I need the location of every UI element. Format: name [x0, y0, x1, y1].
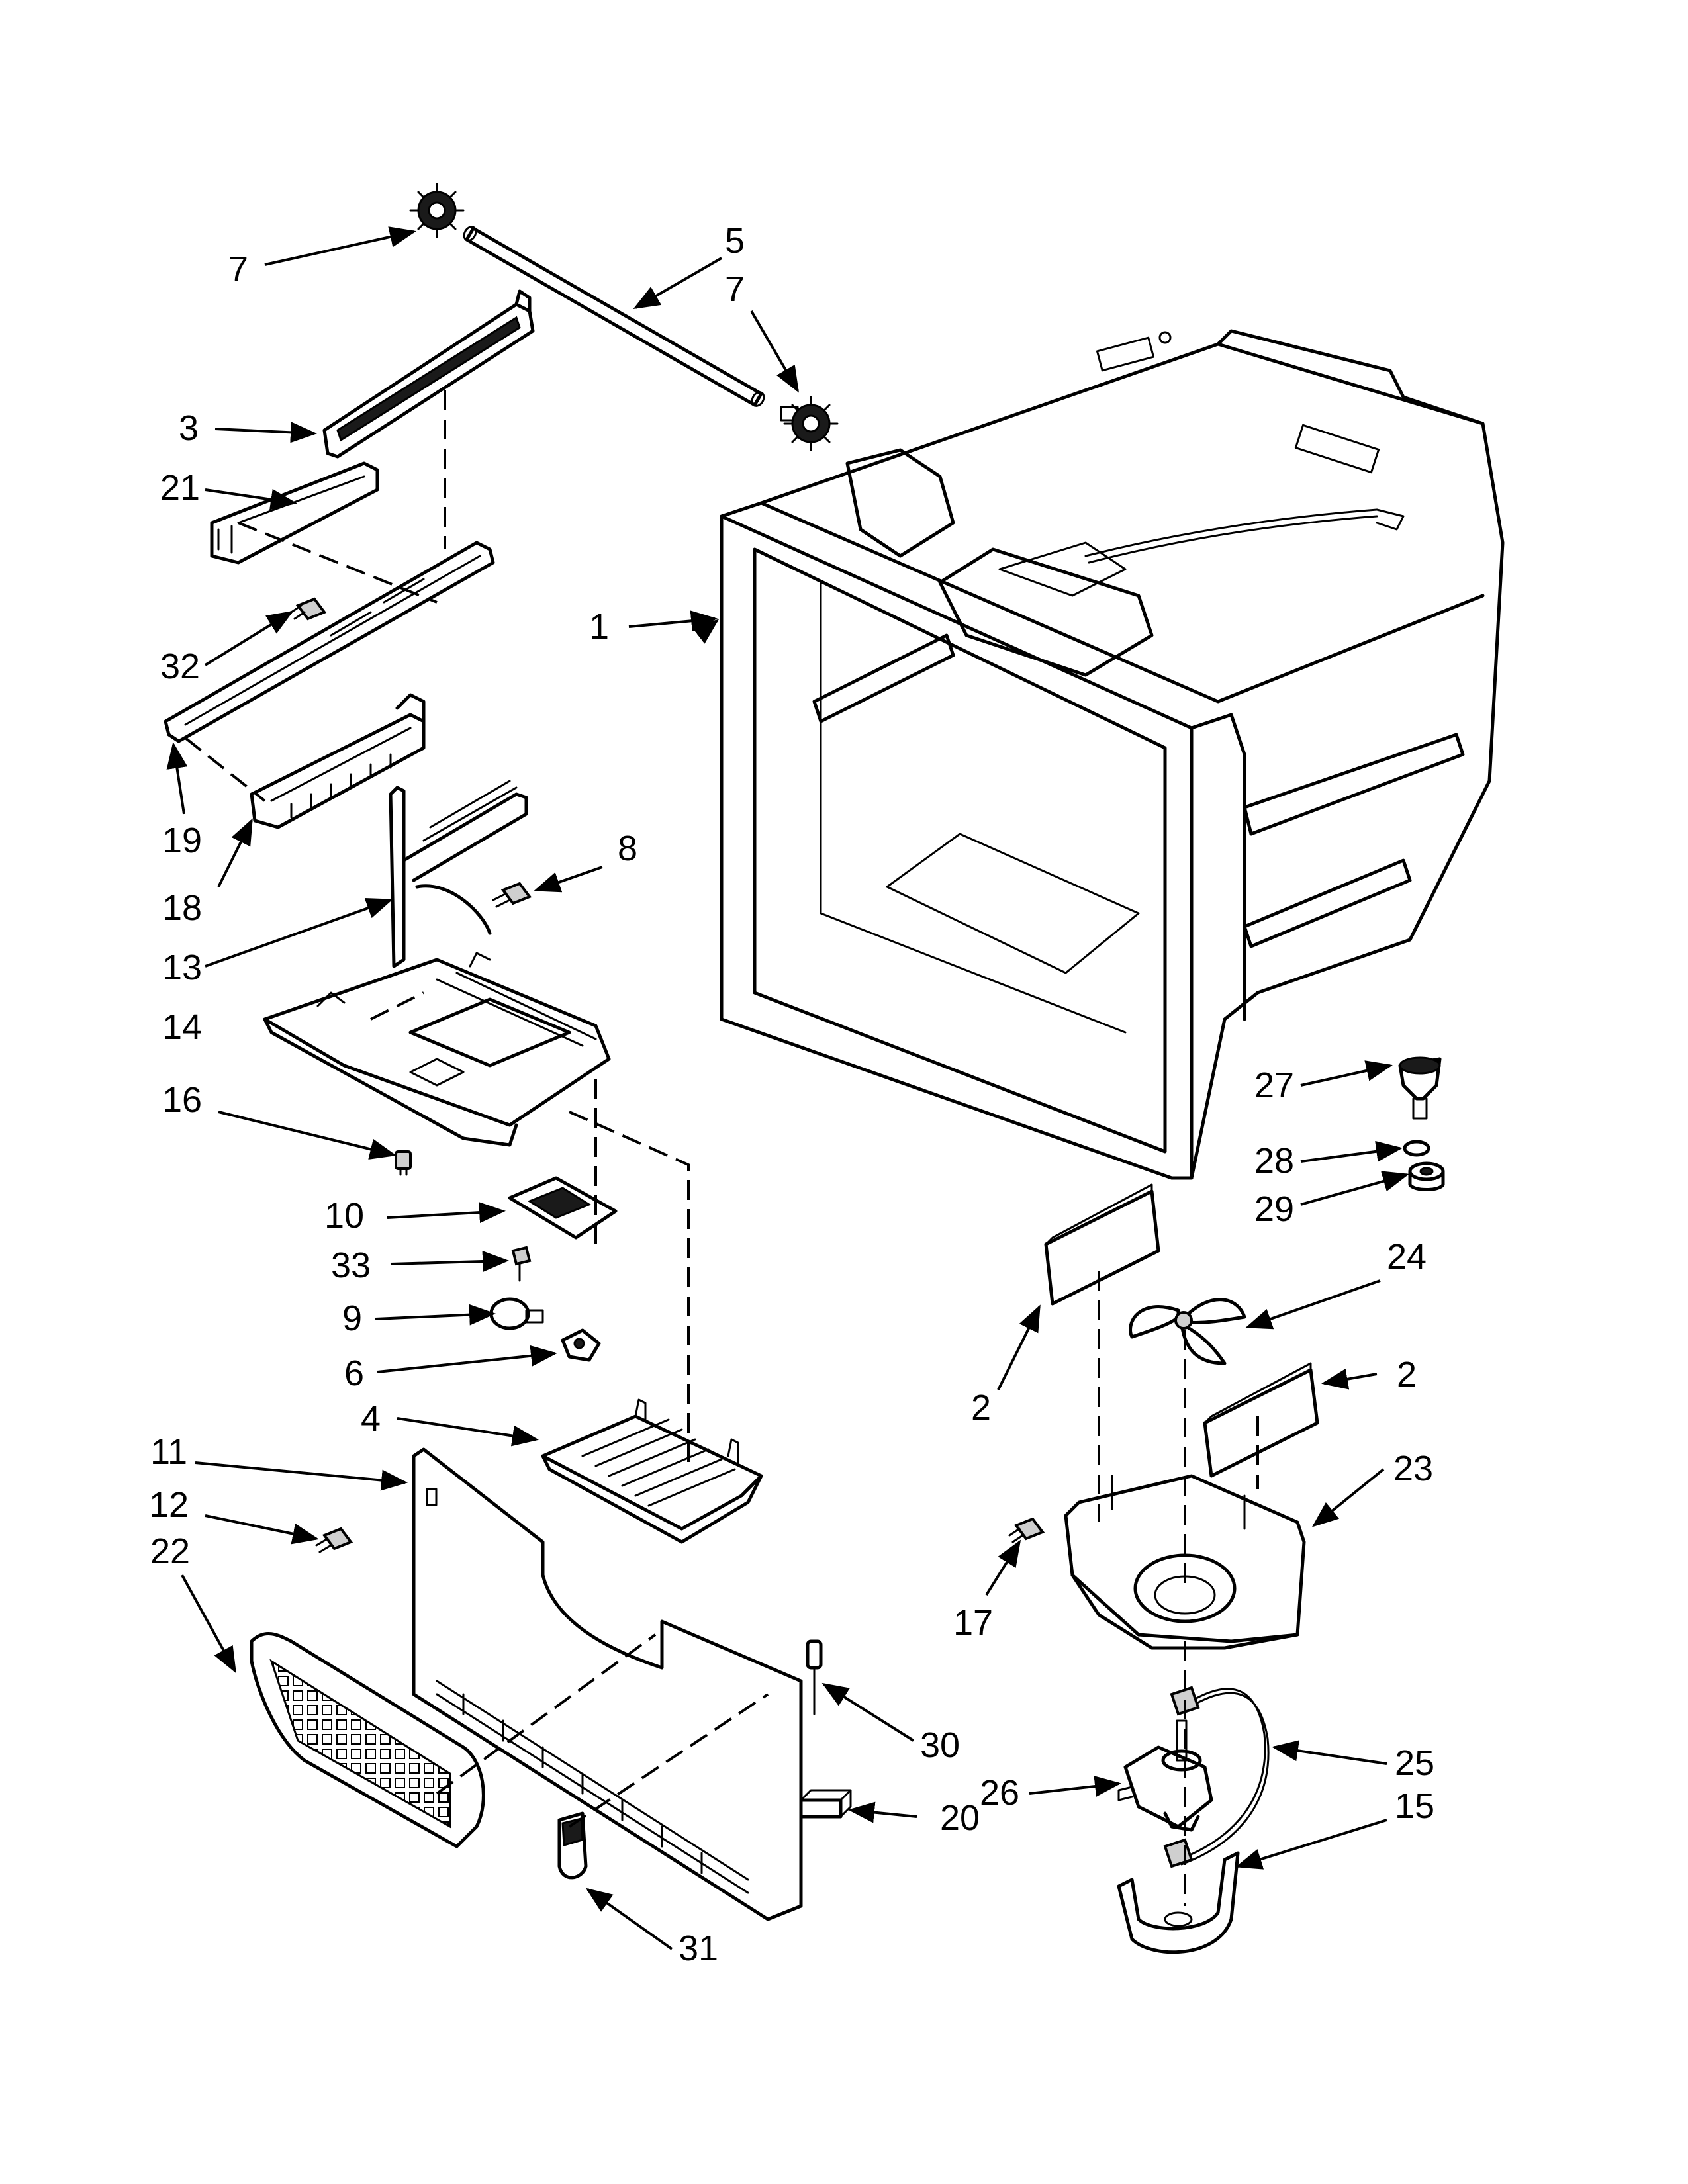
callout-6: 6 [344, 1353, 364, 1393]
callout-3: 3 [179, 408, 199, 448]
front-grille [250, 1631, 485, 1848]
callout-32: 32 [160, 647, 200, 686]
callout-9: 9 [342, 1298, 362, 1338]
clip-31 [557, 1811, 588, 1880]
washer-28 [1403, 1140, 1430, 1157]
seal-bar [799, 1789, 852, 1819]
upper-rail [322, 289, 535, 459]
screw-8 [492, 882, 532, 908]
fan-blade [1129, 1298, 1246, 1365]
callout-13: 13 [162, 948, 202, 987]
freezer-compartment [720, 329, 1505, 1180]
callout-17: 17 [953, 1603, 993, 1643]
pad-upper [1044, 1183, 1160, 1306]
callout-22: 22 [150, 1531, 190, 1571]
fan-shroud [1064, 1474, 1306, 1650]
wire-harness [1163, 1686, 1270, 1868]
fan-motor [1117, 1719, 1213, 1832]
shaft [463, 226, 765, 407]
callout-10: 10 [324, 1196, 364, 1236]
light-socket [561, 1328, 601, 1362]
grommet-27 [1398, 1056, 1442, 1120]
ice-tray-housing [263, 952, 611, 1147]
callout-29: 29 [1254, 1189, 1294, 1229]
callout-25: 25 [1395, 1743, 1434, 1783]
screw-12 [315, 1527, 353, 1553]
callout-12: 12 [149, 1485, 189, 1525]
light-housing [508, 1176, 618, 1240]
callout-26: 26 [980, 1773, 1019, 1813]
callout-33: 33 [331, 1246, 371, 1285]
callout-2b: 2 [1397, 1355, 1417, 1394]
screw-32 [290, 597, 327, 621]
rear-panel [412, 1447, 803, 1921]
callout-23: 23 [1393, 1449, 1433, 1488]
lower-rail [164, 541, 495, 743]
callout-1: 1 [589, 607, 609, 647]
light-bulb [489, 1297, 544, 1330]
callout-20: 20 [940, 1798, 980, 1838]
ice-tray [541, 1398, 763, 1544]
callout-18: 18 [162, 888, 202, 928]
mounting-bracket [389, 780, 528, 968]
callout-21: 21 [160, 468, 200, 508]
pad-lower [1203, 1362, 1319, 1478]
callout-30: 30 [920, 1725, 960, 1765]
callout-19: 19 [162, 821, 202, 860]
callout-16: 16 [162, 1080, 202, 1120]
switch-16 [395, 1150, 412, 1176]
leader-lines [166, 226, 1409, 1950]
rail-bracket-upper [210, 461, 379, 565]
alignment-lines [184, 390, 1259, 1906]
callout-28: 28 [1254, 1141, 1294, 1181]
callout-31: 31 [679, 1929, 718, 1968]
callout-7a: 7 [228, 250, 248, 289]
callout-27: 27 [1254, 1066, 1294, 1105]
motor-bracket [1117, 1851, 1240, 1954]
callout-8: 8 [618, 829, 637, 868]
callout-5: 5 [725, 221, 745, 261]
gear-right [780, 396, 839, 451]
callout-4: 4 [361, 1399, 381, 1439]
callout-2a: 2 [971, 1388, 991, 1428]
screw-33 [511, 1246, 532, 1282]
screw-17 [1008, 1517, 1045, 1543]
callouts: 1 2 2 3 4 5 6 7 7 8 9 10 11 12 13 14 15 … [149, 221, 1434, 1968]
callout-11: 11 [150, 1432, 187, 1472]
bushing-29 [1408, 1161, 1445, 1191]
callout-15: 15 [1395, 1786, 1434, 1826]
gear-top [409, 183, 465, 238]
callout-24: 24 [1387, 1237, 1427, 1277]
thermistor [806, 1639, 823, 1715]
rail-bracket-lower [250, 693, 426, 829]
callout-14: 14 [162, 1007, 202, 1047]
callout-7b: 7 [725, 269, 745, 309]
